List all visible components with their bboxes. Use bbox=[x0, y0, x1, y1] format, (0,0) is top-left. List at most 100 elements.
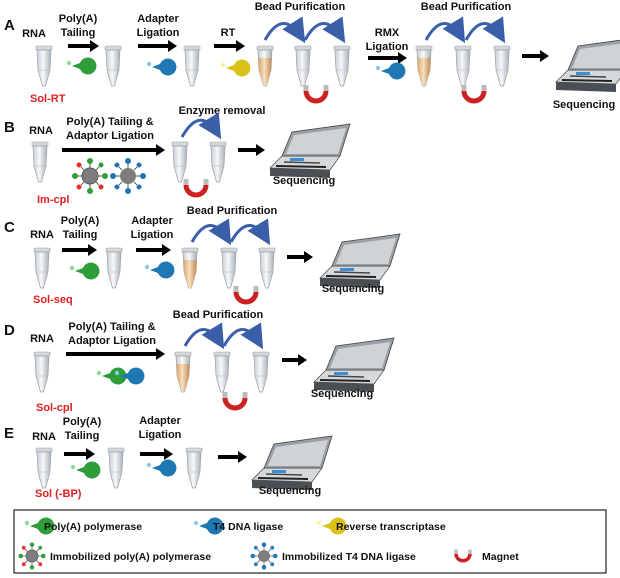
tube bbox=[493, 45, 511, 87]
sequencer-icon bbox=[251, 435, 333, 491]
step-label-1a: Poly(A) Tailing & bbox=[66, 116, 153, 128]
magnet-icon bbox=[462, 85, 487, 101]
step-label-2b: Ligation bbox=[139, 429, 182, 441]
polya-polymerase-icon bbox=[66, 57, 97, 75]
sequencing-label: Sequencing bbox=[259, 485, 321, 497]
rna-tube bbox=[33, 351, 51, 393]
tube bbox=[171, 141, 189, 183]
immobilized-t4-ligase-icon bbox=[109, 157, 147, 195]
sequencing-label: Sequencing bbox=[273, 175, 335, 187]
t4-ligase-icon bbox=[144, 261, 175, 279]
tube-sample bbox=[256, 45, 274, 87]
step-label-3: RT bbox=[221, 27, 236, 39]
rna-label: RNA bbox=[29, 125, 53, 137]
rna-tube bbox=[35, 447, 53, 489]
step-label-2a: Adapter bbox=[131, 215, 173, 227]
transfer-arrow bbox=[229, 218, 271, 246]
magnet-icon bbox=[184, 179, 209, 195]
legend-t4: T4 DNA ligase bbox=[213, 521, 283, 533]
step-label-1a: Poly(A) bbox=[59, 13, 98, 25]
step-label-1b: Tailing bbox=[65, 430, 100, 442]
immobilized-polya-polymerase-icon bbox=[71, 157, 109, 195]
step-label-2a: Adapter bbox=[137, 13, 179, 25]
rna-label: RNA bbox=[30, 229, 54, 241]
polya-polymerase-icon bbox=[70, 461, 101, 479]
panel-c: C RNA Poly(A) Tailing Adapter Ligation B… bbox=[4, 205, 401, 306]
method-label: Sol-RT bbox=[30, 93, 66, 105]
sequencer-icon bbox=[313, 337, 395, 393]
tube bbox=[183, 45, 201, 87]
method-label: Sol (-BP) bbox=[35, 488, 82, 500]
step-label-2: Bead Purification bbox=[173, 309, 264, 321]
step-label-5a: RMX bbox=[375, 27, 400, 39]
rna-label: RNA bbox=[32, 431, 56, 443]
legend-im-t4: Immobilized T4 DNA ligase bbox=[282, 551, 416, 563]
step-label-1b: Tailing bbox=[63, 229, 98, 241]
step-label-3: Bead Purification bbox=[187, 205, 278, 217]
rna-label: RNA bbox=[30, 333, 54, 345]
tube bbox=[185, 447, 203, 489]
legend-box bbox=[13, 509, 607, 574]
panel-d: D RNA Poly(A) Tailing & Adaptor Ligation… bbox=[4, 309, 395, 414]
panel-letter: A bbox=[4, 17, 15, 34]
transfer-arrow bbox=[190, 218, 232, 246]
tube-sample bbox=[181, 247, 199, 289]
tube bbox=[107, 447, 125, 489]
step-label-2: Enzyme removal bbox=[179, 105, 266, 117]
polya-polymerase-icon bbox=[69, 262, 100, 280]
t4-ligase-icon bbox=[375, 62, 406, 80]
panel-letter: B bbox=[4, 119, 15, 136]
tube bbox=[209, 141, 227, 183]
step-label-1a: Poly(A) bbox=[63, 416, 102, 428]
method-label: Sol-seq bbox=[33, 294, 73, 306]
transfer-arrow bbox=[263, 16, 306, 44]
immobilized-t4-ligase-icon bbox=[250, 542, 278, 570]
tube bbox=[258, 247, 276, 289]
rna-label: RNA bbox=[22, 28, 46, 40]
panel-letter: E bbox=[4, 425, 14, 442]
step-label-4: Bead Purification bbox=[255, 1, 346, 13]
legend-im-polya: Immobilized poly(A) polymerase bbox=[50, 551, 211, 563]
transfer-arrow bbox=[183, 322, 225, 350]
transfer-arrow bbox=[424, 16, 466, 44]
legend-rt: Reverse transcriptase bbox=[336, 521, 446, 533]
transfer-arrow bbox=[464, 16, 506, 44]
panel-letter: D bbox=[4, 322, 15, 339]
panel-e: E RNA Poly(A) Tailing Adapter Ligation S… bbox=[4, 415, 333, 500]
step-label-1b: Adaptor Ligation bbox=[66, 130, 154, 142]
legend: Poly(A) polymerase T4 DNA ligase Reverse… bbox=[13, 509, 607, 574]
step-label-2a: Adapter bbox=[139, 415, 181, 427]
panel-letter: C bbox=[4, 219, 15, 236]
magnet-icon bbox=[304, 85, 329, 101]
tube-sample bbox=[174, 351, 192, 393]
tube bbox=[454, 45, 472, 87]
sequencer-icon bbox=[269, 123, 351, 179]
step-label-6: Bead Purification bbox=[421, 1, 512, 13]
tube bbox=[105, 247, 123, 289]
tube bbox=[213, 351, 231, 393]
immobilized-polya-polymerase-icon bbox=[18, 542, 46, 570]
transfer-arrow bbox=[303, 16, 346, 44]
step-label-5b: Ligation bbox=[366, 41, 409, 53]
step-label-1a: Poly(A) bbox=[61, 215, 100, 227]
rna-tube bbox=[33, 247, 51, 289]
legend-magnet: Magnet bbox=[482, 551, 519, 563]
rna-tube bbox=[35, 45, 53, 87]
tube bbox=[294, 45, 312, 87]
sequencing-label: Sequencing bbox=[322, 283, 384, 295]
magnet-icon bbox=[234, 286, 259, 302]
tube bbox=[220, 247, 238, 289]
panel-a: A RNA Poly(A) Tailing Adapter Ligation R… bbox=[4, 1, 620, 111]
sequencing-label: Sequencing bbox=[311, 388, 373, 400]
legend-polya: Poly(A) polymerase bbox=[44, 521, 142, 533]
t4-ligase-icon bbox=[146, 459, 177, 477]
sequencer-icon bbox=[319, 233, 401, 289]
tube bbox=[104, 45, 122, 87]
tube bbox=[333, 45, 351, 87]
step-label-2b: Ligation bbox=[137, 27, 180, 39]
step-label-2b: Ligation bbox=[131, 229, 174, 241]
transfer-arrow bbox=[222, 322, 264, 350]
method-label: Im-cpl bbox=[37, 194, 69, 206]
reverse-transcriptase-icon bbox=[220, 59, 251, 77]
